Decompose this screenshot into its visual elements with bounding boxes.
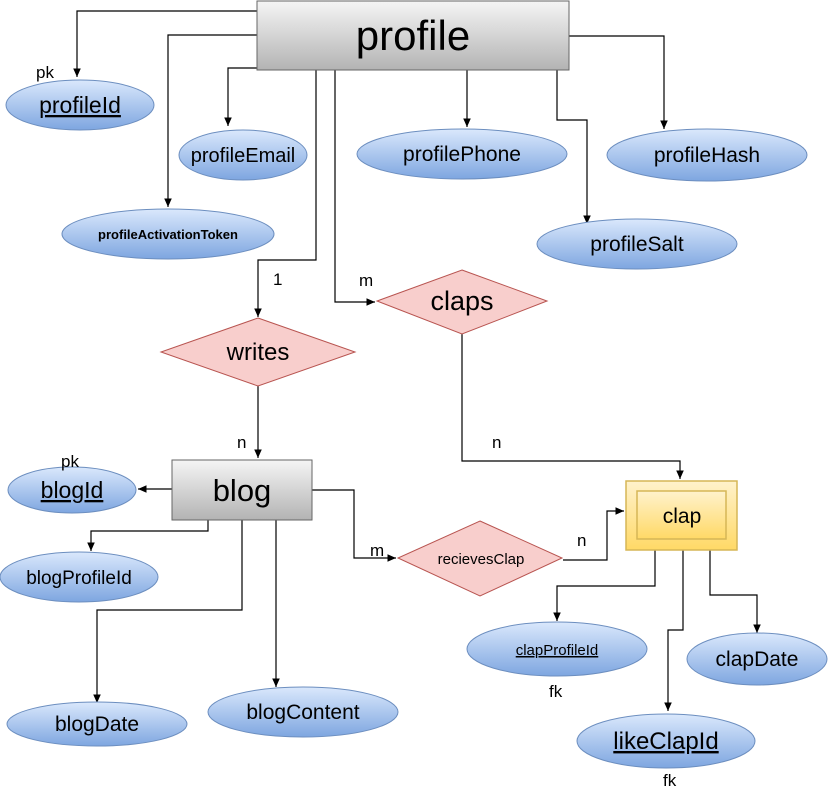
edge-blog-blogProfileId bbox=[87, 520, 209, 551]
attribute-clapDate-label: clapDate bbox=[716, 648, 799, 671]
relationship-writes-label: writes bbox=[226, 339, 290, 366]
attribute-blogContent-label: blogContent bbox=[246, 701, 359, 724]
attribute-profileHash-label: profileHash bbox=[654, 144, 760, 167]
annotations: pk pk 1 n m n m n fk fk bbox=[36, 63, 677, 790]
likeClapId-fk-label: fk bbox=[663, 771, 677, 790]
profileId-pk-label: pk bbox=[36, 63, 54, 82]
edge-claps-clap bbox=[461, 334, 684, 479]
entity-blog-label: blog bbox=[213, 473, 272, 508]
entity-blog-box bbox=[171, 459, 313, 521]
attribute-likeClapId[interactable]: likeClapId bbox=[576, 713, 756, 769]
relationship-writes-diamond bbox=[159, 317, 357, 387]
claps-cardinality-m: m bbox=[359, 271, 373, 290]
attribute-clapDate[interactable]: clapDate bbox=[686, 632, 828, 686]
edge-profile-profileActivationToken bbox=[164, 34, 257, 207]
recievesClap-cardinality-n: n bbox=[577, 531, 586, 550]
attribute-blogContent[interactable]: blogContent bbox=[207, 686, 399, 738]
relationship-recievesClap[interactable]: recievesClap bbox=[396, 520, 564, 597]
connectors bbox=[73, 10, 761, 711]
attribute-profileSalt-label: profileSalt bbox=[590, 233, 684, 256]
attribute-profileEmail[interactable]: profileEmail bbox=[178, 129, 308, 181]
entity-clap-weak[interactable]: clap bbox=[625, 480, 738, 551]
attribute-clapDate-ellipse bbox=[686, 632, 828, 686]
attribute-blogProfileId[interactable]: blogProfileId bbox=[0, 551, 159, 603]
attribute-profileEmail-ellipse bbox=[178, 129, 308, 181]
attribute-blogId-label: blogId bbox=[41, 477, 104, 503]
attribute-likeClapId-label: likeClapId bbox=[613, 728, 718, 755]
relationship-claps-label: claps bbox=[430, 286, 493, 316]
attribute-blogProfileId-label: blogProfileId bbox=[26, 568, 132, 589]
attribute-blogProfileId-ellipse bbox=[0, 551, 159, 603]
attribute-blogContent-ellipse bbox=[207, 686, 399, 738]
relationship-recievesClap-label: recievesClap bbox=[438, 551, 525, 568]
writes-cardinality-one: 1 bbox=[273, 270, 282, 289]
attribute-blogDate-label: blogDate bbox=[55, 713, 139, 736]
edge-clap-likeClapId bbox=[664, 550, 684, 711]
attribute-profilePhone-ellipse bbox=[356, 128, 568, 180]
edge-clap-clapProfileId bbox=[553, 550, 656, 621]
relationship-claps-diamond bbox=[375, 269, 549, 335]
entity-profile-label: profile bbox=[356, 12, 470, 59]
attribute-profileActivationToken-label: profileActivationToken bbox=[98, 227, 238, 242]
attribute-blogId-ellipse bbox=[7, 466, 137, 514]
relationship-claps[interactable]: claps bbox=[375, 269, 549, 335]
entity-clap-inner-box bbox=[636, 490, 727, 540]
attribute-profileId[interactable]: profileId bbox=[5, 79, 155, 131]
edge-profile-claps bbox=[334, 70, 375, 306]
entity-profile[interactable]: profile bbox=[256, 0, 570, 71]
attribute-profilePhone[interactable]: profilePhone bbox=[356, 128, 568, 180]
attribute-profileEmail-label: profileEmail bbox=[191, 145, 295, 167]
writes-cardinality-many: n bbox=[237, 433, 246, 452]
attribute-profileHash-ellipse bbox=[606, 128, 808, 182]
attribute-clapProfileId-label: clapProfileId bbox=[516, 642, 599, 659]
edge-profile-profileEmail bbox=[224, 67, 257, 126]
edge-blog-recievesClap bbox=[312, 489, 396, 562]
attribute-clapProfileId[interactable]: clapProfileId bbox=[466, 621, 648, 677]
edge-profile-profileHash bbox=[569, 35, 668, 129]
entity-clap-label: clap bbox=[663, 505, 702, 528]
clapProfileId-fk-label: fk bbox=[549, 682, 563, 701]
attribute-profileActivationToken-ellipse bbox=[61, 208, 275, 260]
attribute-profileId-ellipse bbox=[5, 79, 155, 131]
attribute-profileActivationToken[interactable]: profileActivationToken bbox=[61, 208, 275, 260]
attribute-profileSalt-ellipse bbox=[536, 218, 738, 270]
edge-profile-profileId bbox=[73, 10, 257, 77]
attribute-blogDate[interactable]: blogDate bbox=[6, 701, 188, 747]
claps-cardinality-n: n bbox=[492, 433, 501, 452]
edge-profile-writes bbox=[254, 70, 317, 317]
edge-blog-blogDate bbox=[93, 520, 243, 703]
relationship-writes[interactable]: writes bbox=[159, 317, 357, 387]
attribute-blogDate-ellipse bbox=[6, 701, 188, 747]
attribute-profilePhone-label: profilePhone bbox=[403, 143, 521, 166]
entity-blog[interactable]: blog bbox=[171, 459, 313, 521]
attribute-likeClapId-ellipse bbox=[576, 713, 756, 769]
attribute-profileSalt[interactable]: profileSalt bbox=[536, 218, 738, 270]
blogId-pk-label: pk bbox=[61, 452, 79, 471]
attribute-blogId[interactable]: blogId bbox=[7, 466, 137, 514]
attribute-profileId-label: profileId bbox=[39, 92, 121, 118]
relationship-recievesClap-diamond bbox=[396, 520, 564, 597]
attribute-clapProfileId-ellipse bbox=[466, 621, 648, 677]
edge-recievesClap-clap bbox=[563, 507, 624, 561]
edge-profile-profileSalt bbox=[556, 70, 591, 224]
attribute-profileHash[interactable]: profileHash bbox=[606, 128, 808, 182]
entity-profile-box bbox=[256, 0, 570, 71]
recievesClap-cardinality-m: m bbox=[370, 541, 384, 560]
edge-clap-clapDate bbox=[709, 550, 761, 633]
